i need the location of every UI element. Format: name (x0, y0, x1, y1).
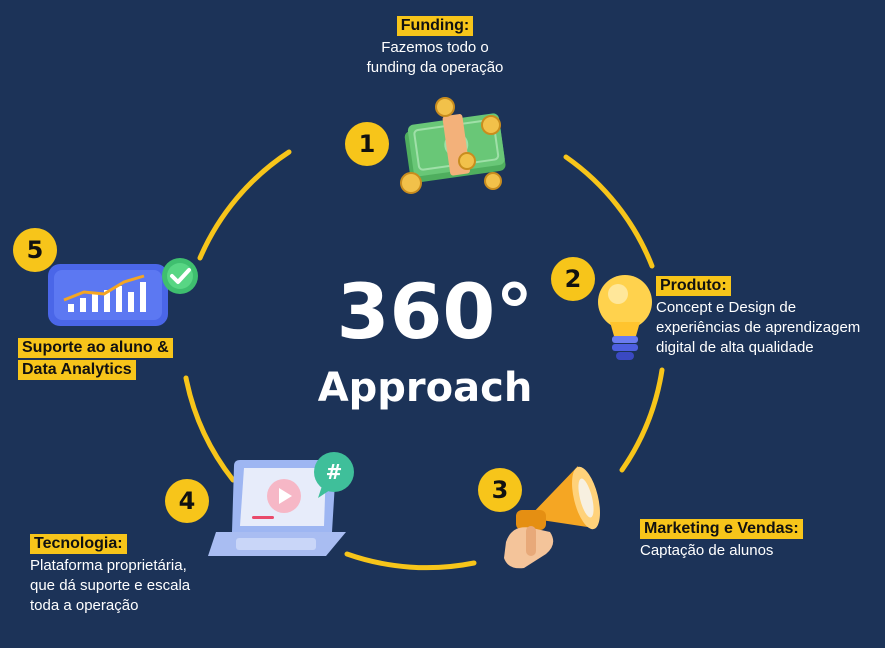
step-1-description: Fazemos todo o funding da operação (300, 38, 570, 78)
step-4-title: Tecnologia: (30, 534, 127, 554)
analytics-chart-icon (44, 252, 204, 332)
ring-arc-top-left (200, 152, 289, 258)
step-1-badge: 1 (345, 122, 389, 166)
center-subheadline: Approach (310, 364, 540, 412)
step-4-description: Plataforma proprietária, que dá suporte … (30, 556, 190, 616)
ring-arc-bottom (347, 554, 474, 568)
step-2-title: Produto: (656, 276, 731, 296)
step-3-label: Marketing e Vendas: Captação de alunos (640, 519, 803, 561)
svg-text:#: # (326, 460, 343, 484)
ring-arc-right (622, 370, 662, 470)
money-stack-icon (395, 95, 515, 200)
step-1-label: Funding: Fazemos todo o funding da opera… (300, 16, 570, 78)
step-2-description: Concept e Design de experiências de apre… (656, 298, 860, 358)
step-3-description: Captação de alunos (640, 541, 803, 561)
step-5-title-line2: Data Analytics (18, 360, 136, 380)
step-2-label: Produto: Concept e Design de experiência… (656, 276, 860, 358)
center-headline: 360° (320, 270, 550, 354)
step-5-title-line1: Suporte ao aluno & (18, 338, 173, 358)
step-2-badge: 2 (551, 257, 595, 301)
megaphone-icon (498, 458, 608, 576)
laptop-icon: # (196, 446, 360, 564)
step-1-title: Funding: (397, 16, 473, 36)
ring-arc-top-right (566, 157, 652, 266)
step-5-label: Suporte ao aluno & Data Analytics (18, 338, 173, 380)
step-4-label: Tecnologia: Plataforma proprietária, que… (30, 534, 190, 616)
step-3-title: Marketing e Vendas: (640, 519, 803, 539)
lightbulb-icon (594, 272, 656, 368)
